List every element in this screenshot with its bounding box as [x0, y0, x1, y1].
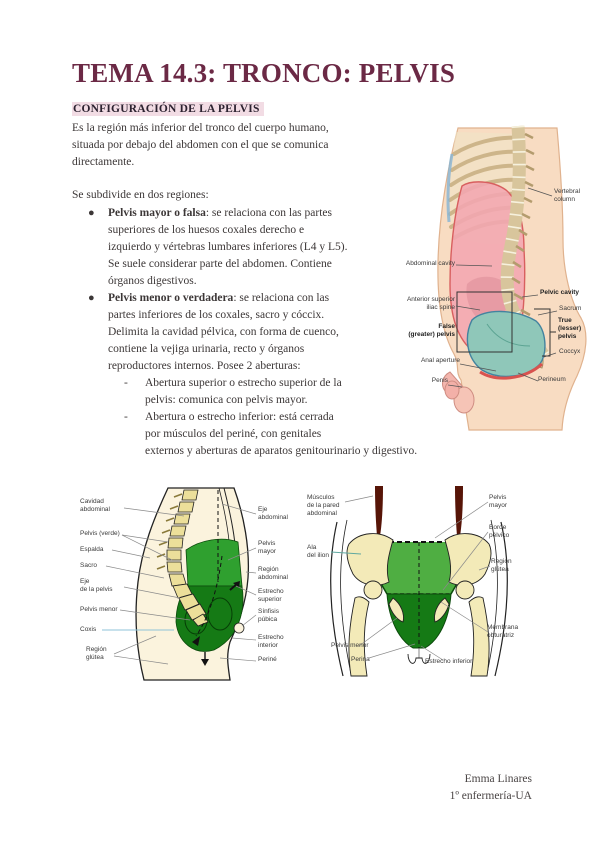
label-sacrum: Sacrum: [559, 305, 582, 312]
bullet-icon: ●: [88, 292, 95, 304]
list-item-text: Pelvis mayor o falsa: se relaciona con l…: [108, 205, 348, 290]
bullet-icon: ●: [88, 207, 95, 219]
page-title: TEMA 14.3: TRONCO: PELVIS: [72, 58, 456, 88]
region-list: ● Pelvis mayor o falsa: se relaciona con…: [72, 205, 472, 460]
label-borde-pelvico: Borde pélvico: [489, 524, 510, 539]
label-pelvis-mayor: Pelvis mayor: [489, 494, 508, 509]
label-perineum: Perineum: [538, 376, 566, 383]
label-pelvis-menor: Pelvis menor: [80, 606, 118, 613]
label-sacro: Sacro: [80, 562, 97, 569]
lateral-torso-illustration: [437, 125, 587, 431]
figure-sagittal-pelvis: Cavidad abdominal Pelvis (verde) Espalda…: [72, 486, 304, 682]
label-iliac-spine: Anterior superior iliac spine: [406, 296, 455, 311]
label-eje-abdominal: Eje abdominal: [258, 506, 288, 521]
label-false-pelvis: False (greater) pelvis: [408, 323, 455, 338]
label-pelvis-mayor: Pelvis mayor: [258, 540, 277, 555]
section-heading: CONFIGURACIÓN DE LA PELVIS: [72, 102, 264, 116]
label-vertebral-column: Vertebral column: [554, 188, 581, 203]
label-region-glutea: Región glútea: [86, 646, 107, 661]
list-item-text: Pelvis menor o verdadera: se relaciona c…: [108, 290, 417, 460]
sub-item-abertura-superior: - Abertura superior o estrecho superior …: [108, 375, 417, 409]
list-item-pelvis-mayor: ● Pelvis mayor o falsa: se relaciona con…: [72, 205, 472, 290]
frontal-pelvis-illustration: [330, 486, 508, 677]
label-eje-pelvis: Eje de la pelvis: [80, 578, 113, 593]
list-item-pelvis-menor: ● Pelvis menor o verdadera: se relaciona…: [72, 290, 472, 460]
label-perina: Perina: [351, 656, 370, 663]
dash-icon: -: [124, 377, 128, 389]
sub-item-abertura-inferior: - Abertura o estrecho inferior: está cer…: [108, 409, 417, 460]
label-abdominal-cavity: Abdominal cavity: [405, 260, 455, 267]
footer-course: 1º enfermería-UA: [449, 790, 532, 802]
label-true-pelvis: True (lesser) pelvis: [558, 317, 582, 340]
sub-item-text: Abertura superior o estrecho superior de…: [145, 377, 342, 406]
label-cavidad-abdominal: Cavidad abdominal: [80, 498, 110, 513]
label-ala-ilion: Ala del ilion: [307, 544, 330, 559]
term-pelvis-menor: Pelvis menor o verdadera: [108, 292, 234, 304]
sagittal-pelvis-illustration: [102, 487, 257, 681]
definition-pelvis-mayor: : se relaciona con las partes superiores…: [108, 207, 348, 287]
label-region-glutea: Región glútea: [491, 558, 512, 573]
label-anal-aperture: Anal aperture: [420, 357, 460, 364]
label-musculos-pared: Músculos de la pared abdominal: [307, 494, 340, 517]
sub-item-text: Abertura o estrecho inferior: está cerra…: [145, 411, 418, 457]
label-estrecho-superior: Estrecho superior: [258, 588, 284, 603]
figure-lateral-torso: Vertebral column Abdominal cavity Pelvic…: [392, 124, 600, 432]
footer: Emma Linares 1º enfermería-UA: [450, 771, 532, 805]
definition-pelvis-menor: : se relaciona con las partes inferiores…: [108, 292, 339, 372]
label-pelvis-verde: Pelvis (verde): [80, 530, 120, 537]
label-sinfisis-pubica: Sínfisis púbica: [258, 608, 279, 623]
label-estrecho-inferior: Estrecho interior: [258, 634, 284, 649]
label-perine: Periné: [258, 656, 277, 663]
label-pelvis-menor: Pelvis menor: [331, 642, 369, 649]
text-column: TEMA 14.3: TRONCO: PELVIS CONFIGURACIÓN …: [72, 58, 472, 460]
dash-icon: -: [124, 411, 128, 423]
label-coccyx: Coccyx: [559, 348, 581, 355]
label-penis: Penis: [431, 377, 448, 384]
figure-frontal-pelvis: Músculos de la pared abdominal Ala del i…: [303, 486, 535, 682]
label-espalda: Espalda: [80, 546, 104, 553]
label-region-abdominal: Región abdominal: [258, 566, 288, 581]
footer-author: Emma Linares: [464, 773, 532, 785]
label-pelvic-cavity: Pelvic cavity: [540, 289, 580, 296]
intro-paragraph: Es la región más inferior del tronco del…: [72, 122, 329, 168]
label-coxis: Coxis: [80, 626, 97, 633]
label-estrecho-inferior: Estrecho inferior: [425, 658, 473, 665]
term-pelvis-mayor: Pelvis mayor o falsa: [108, 207, 206, 219]
lead-paragraph: Se subdivide en dos regiones:: [72, 189, 209, 201]
label-membrana-obturatriz: Membrana obturatriz: [487, 624, 519, 639]
